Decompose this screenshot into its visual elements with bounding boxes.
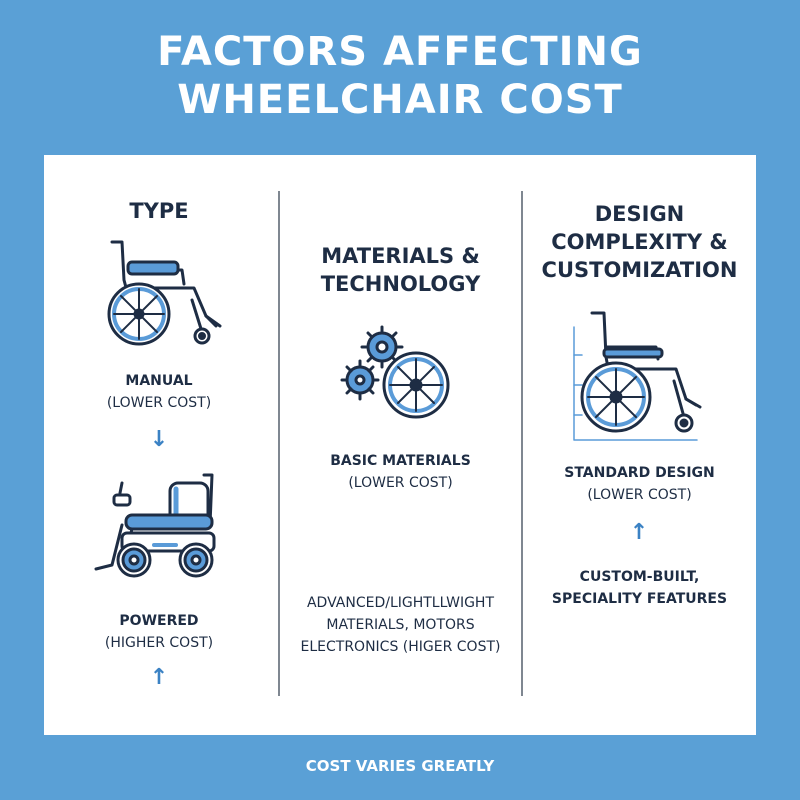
design-column-title: DESIGN COMPLEXITY & CUSTOMIZATION	[523, 200, 756, 284]
arrow-up-icon: ↑	[629, 520, 649, 545]
content-panel: TYPE MANUAL (LOWER COST) ↓	[44, 155, 756, 735]
basic-materials-main: BASIC MATERIALS	[330, 453, 471, 469]
materials-title-line-2: TECHNOLOGY	[320, 272, 481, 296]
standard-design-main: STANDARD DESIGN	[564, 465, 715, 481]
advanced-line-1: ADVANCED/LIGHTLLWIGHT	[306, 595, 495, 611]
custom-line-2: SPECIALITY FEATURES	[551, 591, 728, 607]
manual-wheelchair-icon	[107, 240, 222, 346]
basic-materials-label: BASIC MATERIALS (LOWER COST)	[280, 450, 521, 494]
gears-wheel-icon	[340, 325, 450, 419]
design-title-line-1: DESIGN	[594, 202, 685, 226]
page-title: FACTORS AFFECTING WHEELCHAIR COST	[0, 28, 800, 124]
advanced-materials-label: ADVANCED/LIGHTLLWIGHT MATERIALS, MOTORS …	[280, 592, 521, 658]
manual-label: MANUAL (LOWER COST)	[44, 370, 274, 414]
custom-line-1: CUSTOM-BUILT,	[579, 569, 700, 585]
design-title-line-3: CUSTOMIZATION	[541, 258, 738, 282]
title-line-2: WHEELCHAIR COST	[177, 77, 623, 123]
column-divider-left	[278, 191, 280, 696]
powered-main: POWERED	[119, 613, 199, 629]
advanced-line-3: ELECTRONICS (HIGER COST)	[300, 639, 501, 655]
manual-main: MANUAL	[125, 373, 193, 389]
custom-wheelchair-icon	[573, 311, 702, 441]
powered-sub: (HIGHER COST)	[104, 635, 214, 651]
materials-column-title: MATERIALS & TECHNOLOGY	[280, 242, 521, 298]
custom-built-label: CUSTOM-BUILT, SPECIALITY FEATURES	[523, 566, 756, 610]
design-title-line-2: COMPLEXITY &	[551, 230, 728, 254]
standard-design-sub: (LOWER COST)	[587, 487, 692, 503]
title-line-1: FACTORS AFFECTING	[157, 29, 643, 75]
column-divider-right	[521, 191, 523, 696]
powered-label: POWERED (HIGHER COST)	[44, 610, 274, 654]
arrow-down-icon: ↓	[149, 427, 169, 452]
basic-materials-sub: (LOWER COST)	[348, 475, 453, 491]
standard-design-label: STANDARD DESIGN (LOWER COST)	[523, 462, 756, 506]
powered-wheelchair-icon	[94, 473, 216, 578]
type-title-text: TYPE	[129, 199, 189, 223]
arrow-up-icon: ↑	[149, 665, 169, 690]
materials-title-line-1: MATERIALS &	[321, 244, 480, 268]
manual-sub: (LOWER COST)	[106, 395, 212, 411]
type-column-title: TYPE	[44, 197, 274, 225]
footer-note: COST VARIES GREATLY	[305, 757, 495, 775]
advanced-line-2: MATERIALS, MOTORS	[326, 617, 475, 633]
